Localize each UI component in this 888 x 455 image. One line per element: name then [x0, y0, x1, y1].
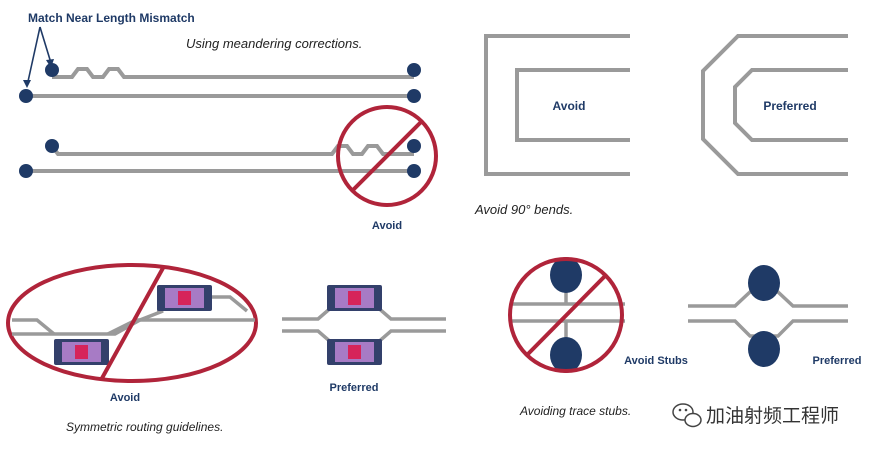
bend-preferred-label: Preferred	[763, 99, 816, 113]
stub-avoid-pad-top	[550, 257, 582, 293]
prohibition-icon	[508, 257, 624, 373]
bend-avoid-outer	[484, 34, 630, 176]
watermark-text: 加油射频工程师	[706, 405, 839, 427]
bend-avoid-label: Avoid	[553, 99, 586, 113]
meander-panel: Match Near Length Mismatch Using meander…	[19, 11, 438, 232]
capacitor-avoid-high	[157, 285, 212, 311]
sym-preferred-label: Preferred	[330, 382, 379, 394]
sym-avoid-trace-c	[12, 309, 164, 336]
bends-panel: Avoid Preferred Avoid 90° bends.	[474, 34, 848, 217]
stubs-preferred-label: Preferred	[813, 355, 862, 367]
far-meander-trace	[50, 144, 414, 156]
avoiding-stubs-caption: Avoiding trace stubs.	[519, 404, 631, 418]
stub-preferred-pad-bottom	[748, 331, 780, 367]
pad-top-right-b	[407, 89, 421, 103]
wechat-icon	[672, 403, 702, 428]
sym-avoid-trace-a	[12, 318, 56, 336]
stub-avoid-pad-bottom	[550, 337, 582, 373]
capacitor-avoid-low	[54, 339, 109, 365]
sym-avoid-slash	[99, 267, 165, 381]
avoid-90-caption: Avoid 90° bends.	[474, 202, 573, 217]
sym-avoid-ellipse	[6, 263, 258, 383]
capacitor-preferred-bottom	[327, 339, 382, 365]
pad-bottom-right-a	[407, 139, 421, 153]
pad-top-left-a	[45, 63, 59, 77]
bend-preferred-inner	[733, 68, 848, 142]
match-mismatch-label: Match Near Length Mismatch	[28, 11, 195, 25]
pad-top-right-a	[407, 63, 421, 77]
sym-avoid-label: Avoid	[110, 392, 140, 404]
avoid-stubs-label: Avoid Stubs	[624, 355, 688, 367]
prohibition-icon	[336, 105, 438, 207]
stub-preferred-pad-top	[748, 265, 780, 301]
arrow-line-1	[26, 26, 41, 87]
pad-bottom-left-b	[19, 164, 33, 178]
sym-avoid-trace-d	[210, 295, 249, 313]
bend-preferred-outer	[701, 34, 848, 176]
arrow-head-1	[23, 80, 31, 88]
arrow-line-2	[39, 26, 52, 64]
avoid-meander-label: Avoid	[372, 220, 402, 232]
stubs-panel: Avoid Stubs Preferred Avoiding trace stu…	[508, 257, 862, 418]
capacitor-preferred-top	[327, 285, 382, 311]
pad-top-left-b	[19, 89, 33, 103]
meandered-trace	[52, 67, 414, 79]
pad-bottom-right-b	[407, 164, 421, 178]
watermark: 加油射频工程师	[672, 403, 839, 428]
symmetric-panel: Avoid Preferred Symmetric routing guidel…	[6, 263, 446, 434]
pad-bottom-left-a	[45, 139, 59, 153]
meandering-caption: Using meandering corrections.	[186, 36, 362, 51]
bend-avoid-inner	[515, 68, 630, 142]
symmetric-caption: Symmetric routing guidelines.	[66, 420, 223, 434]
